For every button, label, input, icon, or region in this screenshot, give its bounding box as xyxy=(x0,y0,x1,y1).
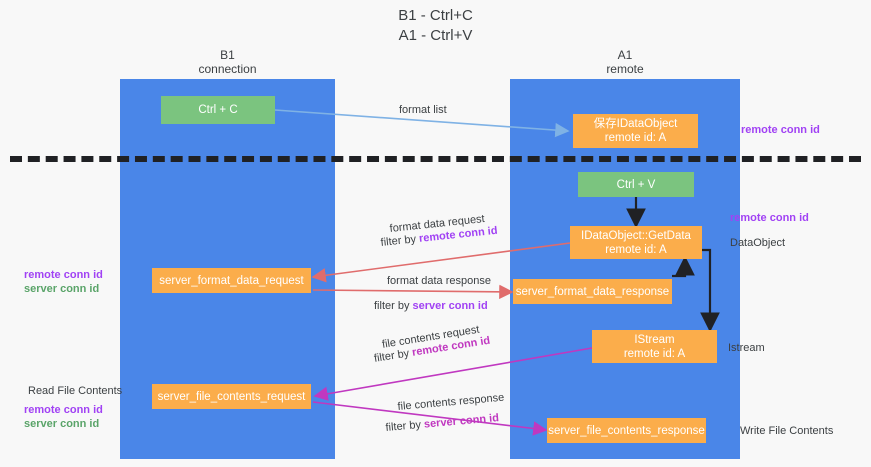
edge-label-format-data-response-filter: filter by server conn id xyxy=(374,299,488,313)
edge-label-file-contents-response-filter: filter by server conn id xyxy=(385,411,500,435)
filter-prefix: filter by xyxy=(380,232,420,249)
column-caption-left: B1 connection xyxy=(198,48,257,76)
edge-label-file-contents-response: file contents response xyxy=(397,391,505,413)
column-caption-right: A1 remote xyxy=(606,48,644,76)
node-server-format-data-request[interactable]: server_format_data_request xyxy=(152,268,311,293)
node-save-idataobject[interactable]: 保存IDataObject remote id: A xyxy=(573,114,698,148)
annotation-right-remote-conn-id-1: remote conn id xyxy=(741,124,820,136)
annotation-left-remote-conn-id-2: remote conn id xyxy=(24,404,103,416)
annotation-right-istream: Istream xyxy=(728,342,765,354)
node-server-file-contents-request[interactable]: server_file_contents_request xyxy=(152,384,311,409)
filter-key-server-conn-id: server conn id xyxy=(412,300,488,312)
section-divider xyxy=(10,156,861,162)
annotation-left-server-conn-id-1: server conn id xyxy=(24,283,100,295)
node-server-file-contents-response[interactable]: server_file_contents_response xyxy=(547,418,706,443)
node-istream[interactable]: IStream remote id: A xyxy=(592,330,717,363)
filter-prefix: filter by xyxy=(374,300,413,312)
node-idataobject-getdata[interactable]: IDataObject::GetData remote id: A xyxy=(570,226,702,259)
node-server-format-data-response[interactable]: server_format_data_response xyxy=(513,279,672,304)
filter-prefix: filter by xyxy=(373,346,414,365)
annotation-left-server-conn-id-2: server conn id xyxy=(24,418,100,430)
filter-prefix: filter by xyxy=(385,418,425,434)
annotation-left-remote-conn-id-1: remote conn id xyxy=(24,269,103,281)
annotation-right-remote-conn-id-2: remote conn id xyxy=(730,212,809,224)
annotation-right-dataobject: DataObject xyxy=(730,237,786,249)
edge-label-format-list: format list xyxy=(399,104,447,116)
annotation-right-write-file-contents: Write File Contents xyxy=(740,425,834,437)
node-ctrl-v[interactable]: Ctrl + V xyxy=(578,172,694,197)
page-title: B1 - Ctrl+C A1 - Ctrl+V xyxy=(398,7,473,44)
annotation-left-read-file-contents: Read File Contents xyxy=(28,385,123,397)
edge-label-format-data-response: format data response xyxy=(387,275,491,287)
filter-key-server-conn-id: server conn id xyxy=(423,412,500,431)
node-ctrl-c[interactable]: Ctrl + C xyxy=(161,96,275,124)
